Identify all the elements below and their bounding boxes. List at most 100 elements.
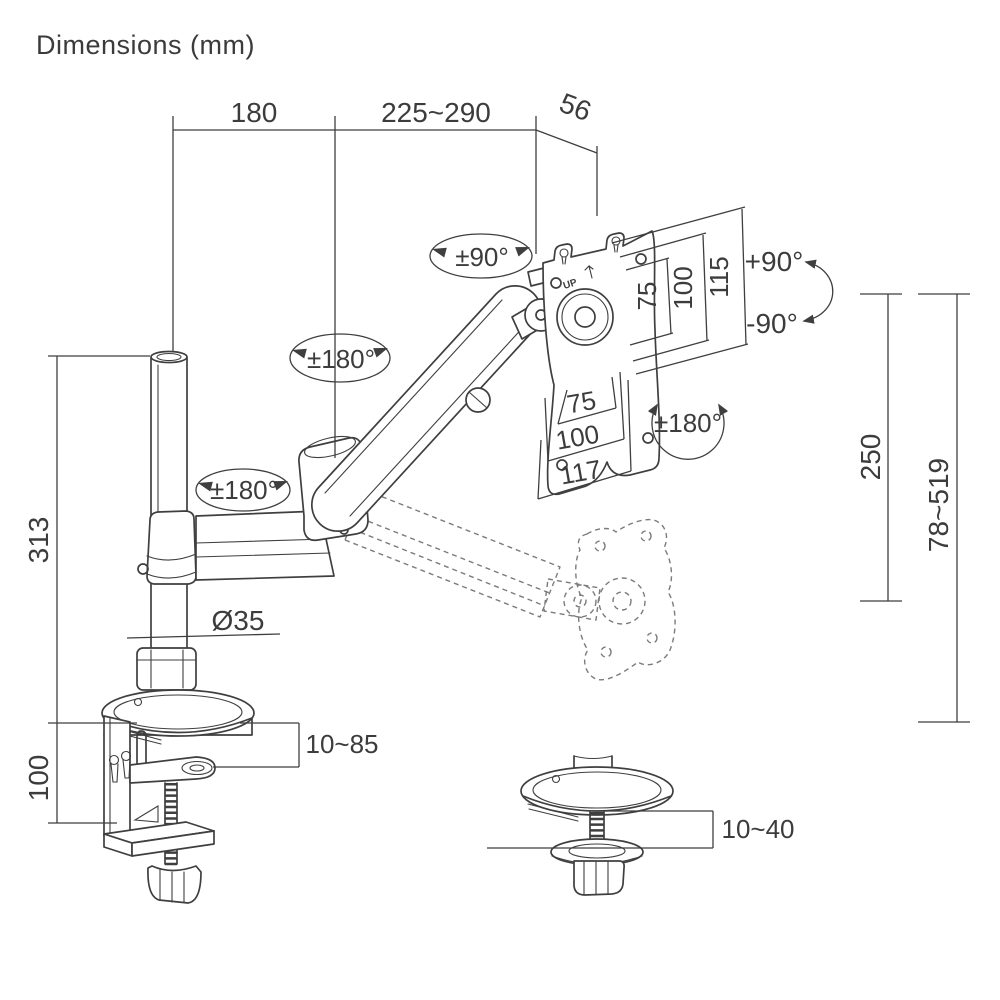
dim-vesa-100v-label: 100 xyxy=(668,266,698,309)
dim-56-label: 56 xyxy=(555,87,595,127)
lower-link-lines xyxy=(195,538,331,558)
gas-arm-seam-1 xyxy=(349,322,528,517)
dim-100-clamp-label: 100 xyxy=(23,755,54,802)
dim-10-85-label: 10~85 xyxy=(305,729,378,759)
clamp-upper-jaw-pad-hole xyxy=(189,764,205,772)
clamp-upper-jaw-pad xyxy=(181,760,213,776)
clamp-gusset xyxy=(133,805,159,823)
pole-rotation-arrow-left xyxy=(198,481,213,492)
ghost-head-hole xyxy=(573,594,587,608)
clamp-upper-jaw xyxy=(129,756,216,784)
tilt-down-label: -90° xyxy=(746,308,798,339)
gas-travel-line xyxy=(860,293,902,602)
dim-vesa-75h-label: 75 xyxy=(565,385,599,420)
tilt-up-label: +90° xyxy=(745,246,804,277)
ghost-vesa-hole-br xyxy=(646,632,658,644)
head-swivel-ellipse xyxy=(429,233,533,279)
ghost-head-disc xyxy=(563,584,597,618)
base-plate-rim xyxy=(113,694,243,730)
vesa-boss-ring xyxy=(561,293,609,341)
head-swivel-label: ±90° xyxy=(455,242,509,272)
clamp-height-line xyxy=(48,723,117,824)
vesa-boss-outer xyxy=(556,288,614,346)
ghost-lowered-arm xyxy=(344,489,676,681)
height-range-line xyxy=(918,293,970,723)
lower-link xyxy=(195,510,335,581)
pole-diameter-leader xyxy=(126,633,281,639)
arm-rotation-arrow-right xyxy=(373,348,388,358)
clamp-keyhole-1-slot xyxy=(110,763,119,783)
dim-78-519-label: 78~519 xyxy=(923,458,954,552)
ghost-arm-seam-1 xyxy=(359,517,553,595)
gas-spring-arm xyxy=(310,284,543,533)
vesa-h-rungs xyxy=(537,407,632,500)
ghost-vesa-boss xyxy=(598,577,646,625)
cable-clip-body xyxy=(136,647,197,691)
dim-vesa-75v-label: 75 xyxy=(632,282,662,311)
grommet-range-bracket xyxy=(487,810,714,849)
pole-top-cap-inner xyxy=(156,352,182,362)
arm-rotation-ellipse xyxy=(289,333,391,383)
clamp-knob xyxy=(147,865,202,904)
dim-vesa-117-label: 117 xyxy=(557,454,603,491)
vesa-plate: UP xyxy=(542,230,661,496)
pole-height-line xyxy=(48,355,150,724)
clamp-range-bracket xyxy=(213,722,300,768)
dim-vesa-100h-label: 100 xyxy=(553,419,601,456)
grommet-ring-inner xyxy=(568,843,626,859)
head-swivel-arrow-right xyxy=(515,247,530,257)
gas-arm-seam-2 xyxy=(324,299,503,494)
clamp-keyhole-2 xyxy=(120,750,132,762)
pole-top-cap xyxy=(150,350,188,364)
dim-vesa-115-label: 115 xyxy=(704,256,734,297)
cable-clip-detail xyxy=(136,649,197,689)
pole-hub-collar xyxy=(146,553,197,579)
top-dim-slant xyxy=(535,129,598,154)
pole-hub xyxy=(146,510,197,585)
dimension-lines: 180 225~290 56 250 78~519 313 100 Ø35 10… xyxy=(23,87,970,849)
base-plate-outer xyxy=(101,689,255,737)
vesa-hole-bl xyxy=(556,459,568,471)
clamp-guide-rod xyxy=(136,730,147,783)
clamp-knob-ribs xyxy=(159,868,185,903)
vesa-keyhole-2-slot xyxy=(613,244,619,253)
clamp-lower-jaw-side xyxy=(131,830,215,857)
grommet-base-hole xyxy=(551,774,561,784)
vesa-vertical-dimensions: 75 100 115 xyxy=(611,206,749,375)
hub-screw xyxy=(137,563,149,575)
up-marking: UP xyxy=(562,277,579,292)
ghost-vesa-hole-tl xyxy=(594,540,606,552)
ghost-vesa-boss-hole xyxy=(612,591,632,611)
dim-313-label: 313 xyxy=(23,517,54,564)
vesa-boss-hole xyxy=(574,306,596,328)
pole-rotation-ellipse xyxy=(195,468,291,512)
vesa-hole-tl xyxy=(550,277,562,289)
arm-rotation-label: ±180° xyxy=(307,344,375,374)
vesa-hole-tr xyxy=(635,253,647,265)
grommet-base-rim xyxy=(532,771,662,809)
vesa-v-rails xyxy=(611,206,749,375)
ghost-vesa-plate xyxy=(575,518,676,681)
dim-pole-diameter-label: Ø35 xyxy=(212,605,265,636)
vesa-rotation-label: ±180° xyxy=(654,408,722,438)
vesa-h-exts xyxy=(537,371,632,500)
dim-10-40-label: 10~40 xyxy=(721,814,794,844)
vesa-rotation-circle xyxy=(647,403,729,460)
ghost-vesa-hole-bl xyxy=(600,646,612,658)
dim-180-label: 180 xyxy=(231,97,278,128)
grommet-base-lip xyxy=(527,803,579,822)
arm-rotation-arrow-left xyxy=(292,348,307,359)
vesa-v-rungs xyxy=(666,208,747,346)
desk-clamp xyxy=(103,715,216,904)
vesa-hole-br xyxy=(642,432,654,444)
tilt-arc xyxy=(802,259,834,324)
elbow-top-face xyxy=(304,435,356,459)
pole-rotation-label: ±180° xyxy=(210,475,278,505)
vesa-horizontal-dimensions: 75 100 117 xyxy=(537,371,632,500)
up-arrow-icon xyxy=(584,264,594,279)
dim-250-label: 250 xyxy=(855,434,886,481)
dim-225-290-label: 225~290 xyxy=(381,97,491,128)
ghost-head-bracket xyxy=(543,578,601,621)
grommet-mount xyxy=(520,755,674,896)
clamp-keyhole-1 xyxy=(108,754,120,766)
